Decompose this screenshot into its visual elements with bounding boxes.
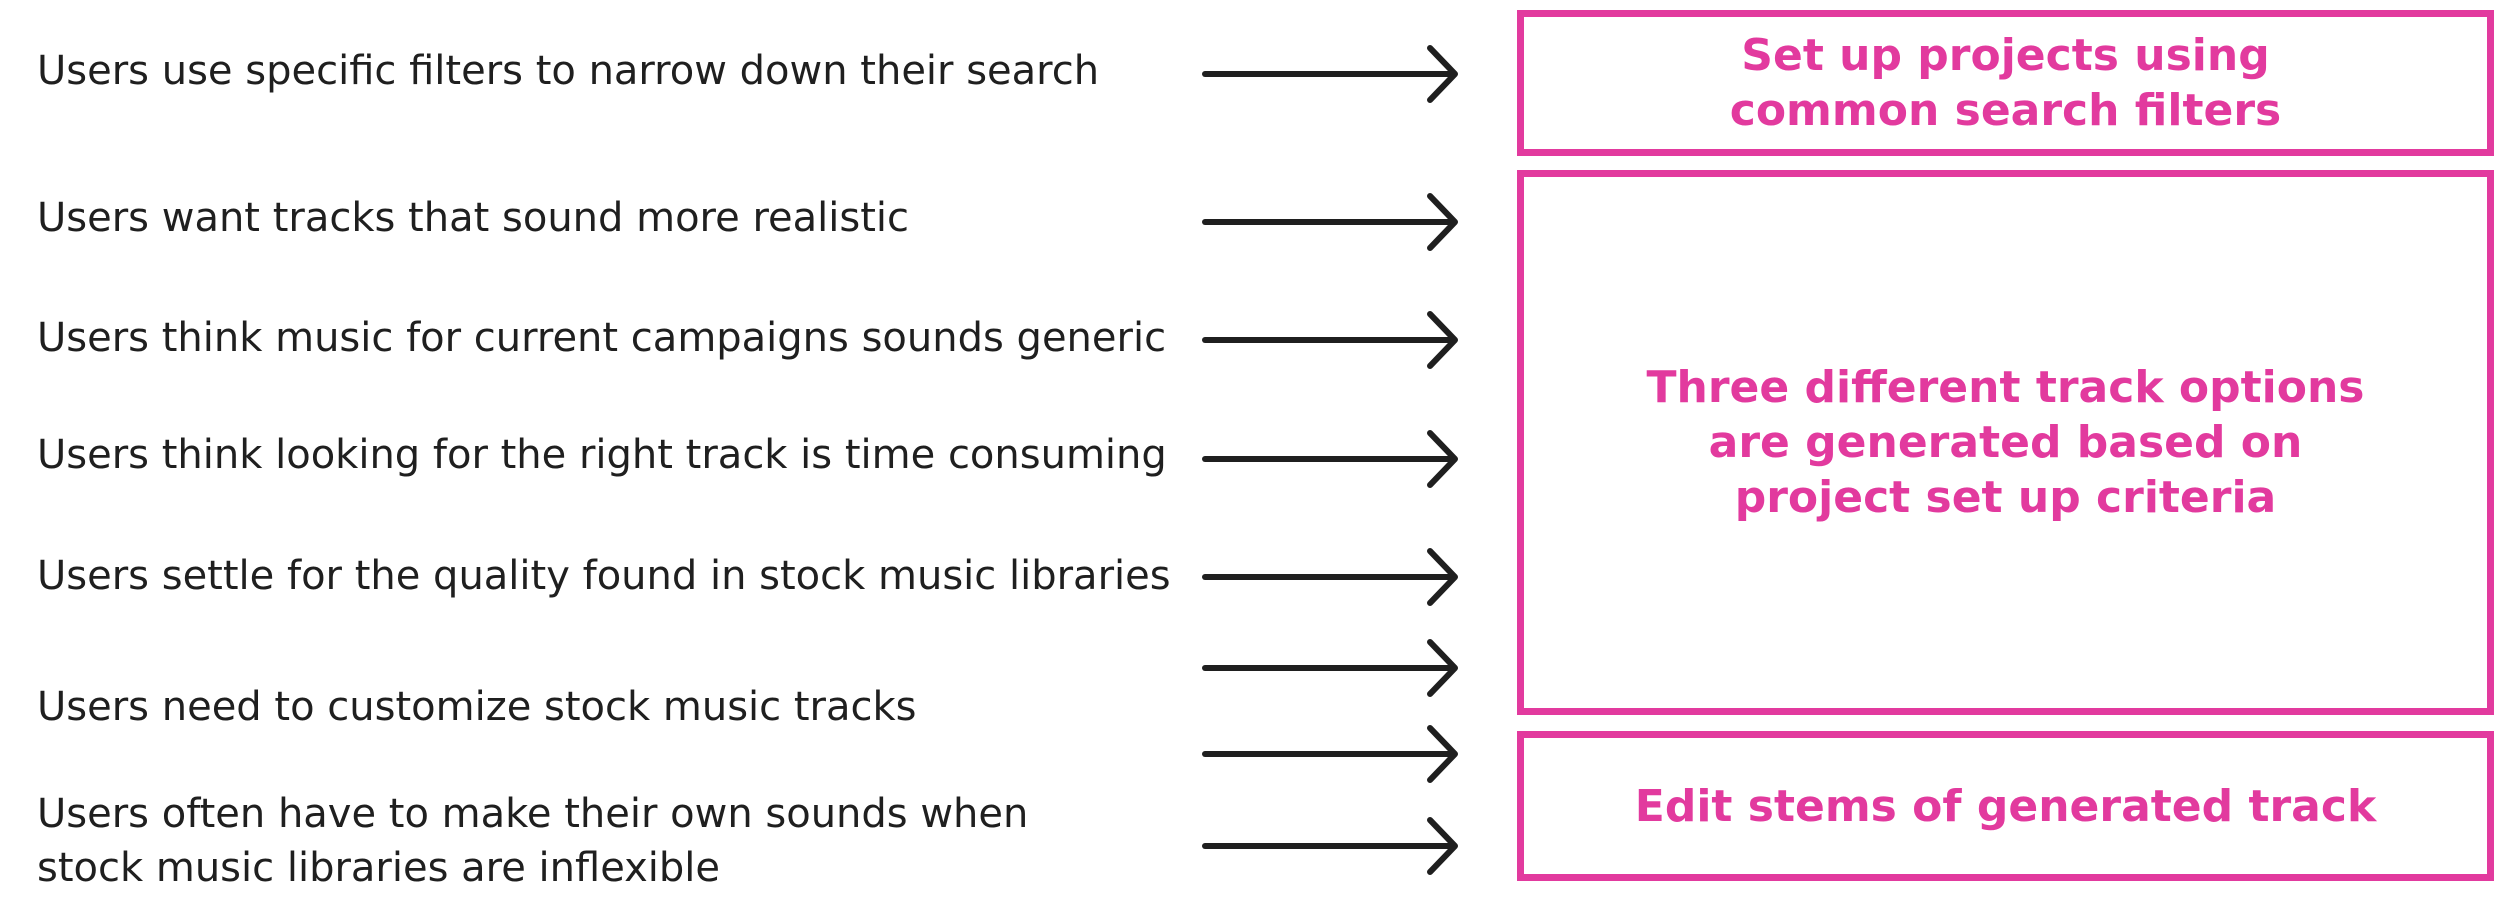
arrow-icon (1202, 548, 1458, 606)
solution-box-track-options: Three different track options are genera… (1517, 170, 2494, 715)
finding-quality: Users settle for the quality found in st… (37, 553, 1171, 599)
arrow-icon (1202, 430, 1458, 488)
arrow-icon (1202, 817, 1458, 875)
finding-realistic: Users want tracks that sound more realis… (37, 195, 909, 241)
finding-filters: Users use specific filters to narrow dow… (37, 48, 1100, 94)
finding-time-consuming: Users think looking for the right track … (37, 432, 1167, 478)
arrow-icon (1202, 193, 1458, 251)
solution-text: Three different track options are genera… (1646, 362, 2365, 523)
finding-customize: Users need to customize stock music trac… (37, 684, 917, 730)
finding-own-sounds: Users often have to make their own sound… (37, 791, 1029, 891)
solution-text: Set up projects using common search filt… (1729, 30, 2282, 136)
arrow-icon (1202, 639, 1458, 697)
solution-box-edit-stems: Edit stems of generated track (1517, 731, 2494, 881)
solution-box-search-filters: Set up projects using common search filt… (1517, 10, 2494, 156)
finding-generic: Users think music for current campaigns … (37, 315, 1167, 361)
solution-text: Edit stems of generated track (1634, 780, 2377, 832)
arrow-icon (1202, 311, 1458, 369)
arrow-icon (1202, 725, 1458, 783)
arrow-icon (1202, 45, 1458, 103)
